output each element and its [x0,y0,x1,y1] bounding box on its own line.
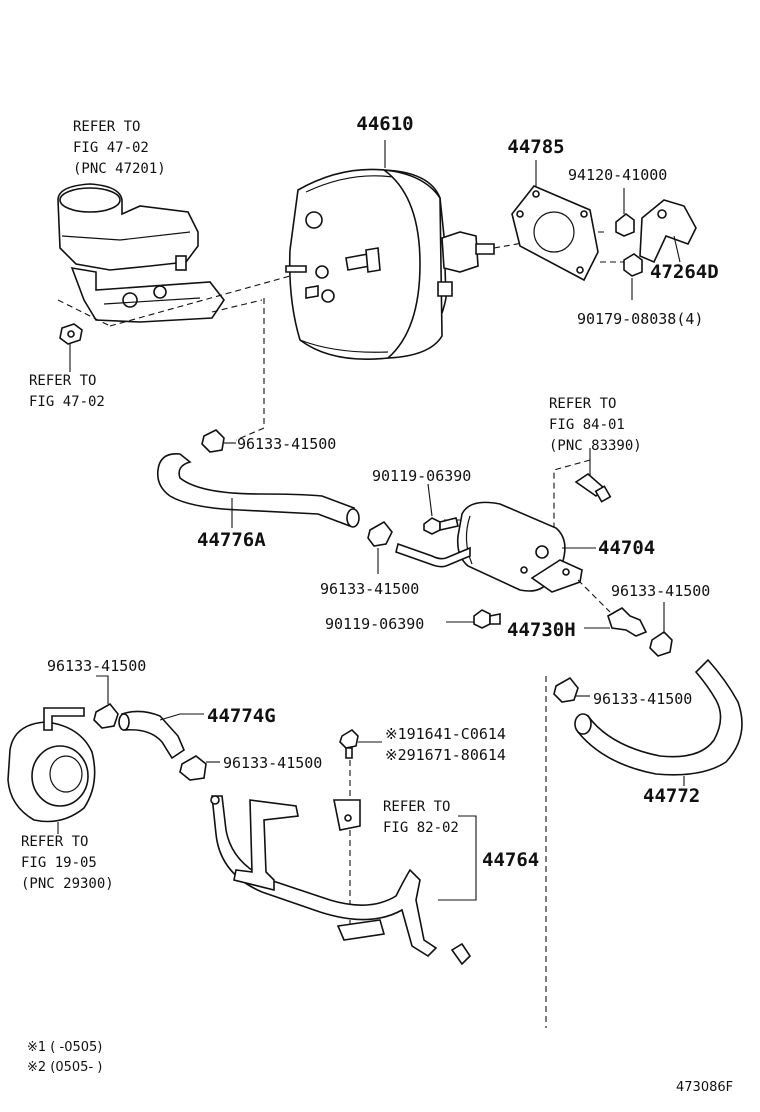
figure-id: 473086F [676,1080,733,1095]
bolt-90119-upper [423,517,459,535]
label-clamp-right: 96133-41500 [593,690,692,708]
pipe-bolt [339,728,359,759]
hose-clamp-pump [93,702,119,729]
label-pipe-fig: FIG 82-02 [383,820,459,836]
booster-gasket [511,185,599,282]
label-clamp-upper: 96133-41500 [237,435,336,453]
bolt-upper-leader [427,483,433,517]
pipe-leader [438,815,477,901]
vacuum-hose-right [574,658,743,776]
label-44730h: 44730H [507,619,576,641]
label-bolt-91671: ※291671-80614 [385,746,506,764]
label-clamp-tank: 96133-41500 [320,580,419,598]
label-mc-pnc: (PNC 47201) [73,161,166,177]
label-nut-fig: FIG 47-02 [29,394,105,410]
retainer-nut-90179 [623,253,643,277]
hose-clamp-lower [179,755,207,781]
hose-clamp-valve [649,630,673,657]
label-switch-refer: REFER TO [549,396,616,412]
master-cylinder [57,183,225,323]
label-44610: 44610 [356,113,413,135]
label-94120-41000: 94120-41000 [568,166,667,184]
label-bolt-lower: 90119-06390 [325,615,424,633]
label-switch-fig: FIG 84-01 [549,417,625,433]
label-44774g: 44774G [207,705,276,727]
label-44764: 44764 [482,849,539,871]
valve-dashline [577,579,611,613]
label-clamp-valve: 96133-41500 [611,582,710,600]
label-nut-refer: REFER TO [29,373,96,389]
label-bolt-upper: 90119-06390 [372,467,471,485]
bolt-90119-lower [473,609,501,629]
hose-clamp-upper [201,429,225,453]
label-mc-refer: REFER TO [73,119,140,135]
hose-44774g-leader [159,713,204,721]
footnote-1: ※1 ( -0505) [27,1040,102,1055]
hose-clamp-tank [367,520,393,547]
brake-booster [285,168,495,360]
footnote-2: ※2 (0505- ) [27,1060,102,1075]
vacuum-hose-pump [118,710,185,760]
switch-dashline [553,459,591,548]
retainer-nut-94120 [615,212,635,237]
label-bolt-91641: ※191641-C0614 [385,725,506,743]
clamp-pump-leader [96,675,109,704]
vacuum-pump [7,707,96,823]
label-90179-08038: 90179-08038(4) [577,310,703,328]
label-pump-refer: REFER TO [21,834,88,850]
label-pump-fig: FIG 19-05 [21,855,97,871]
vacuum-tank [456,501,583,593]
vacuum-hose-upper [156,453,360,528]
label-switch-pnc: (PNC 83390) [549,438,642,454]
tank-nipple-pipe [395,542,471,568]
label-44704: 44704 [598,537,655,559]
pedal-bracket [639,199,697,264]
label-47264d: 47264D [650,261,719,283]
label-44785: 44785 [507,136,564,158]
mc-mount-dashline [57,275,291,327]
hose-clamp-right [553,676,579,703]
label-clamp-pump: 96133-41500 [47,657,146,675]
vacuum-switch [574,472,612,503]
label-44776a: 44776A [197,529,266,551]
label-pipe-refer: REFER TO [383,799,450,815]
label-clamp-lower: 96133-41500 [223,754,322,772]
mc-nut [59,323,83,345]
gasket-dashline [598,231,630,263]
bracket-leader [673,235,681,263]
pipe-assembly [210,795,472,966]
check-valve [607,607,648,637]
booster-dashline [235,239,541,441]
label-mc-fig: FIG 47-02 [73,140,149,156]
label-44772: 44772 [643,785,700,807]
label-pump-pnc: (PNC 29300) [21,876,114,892]
